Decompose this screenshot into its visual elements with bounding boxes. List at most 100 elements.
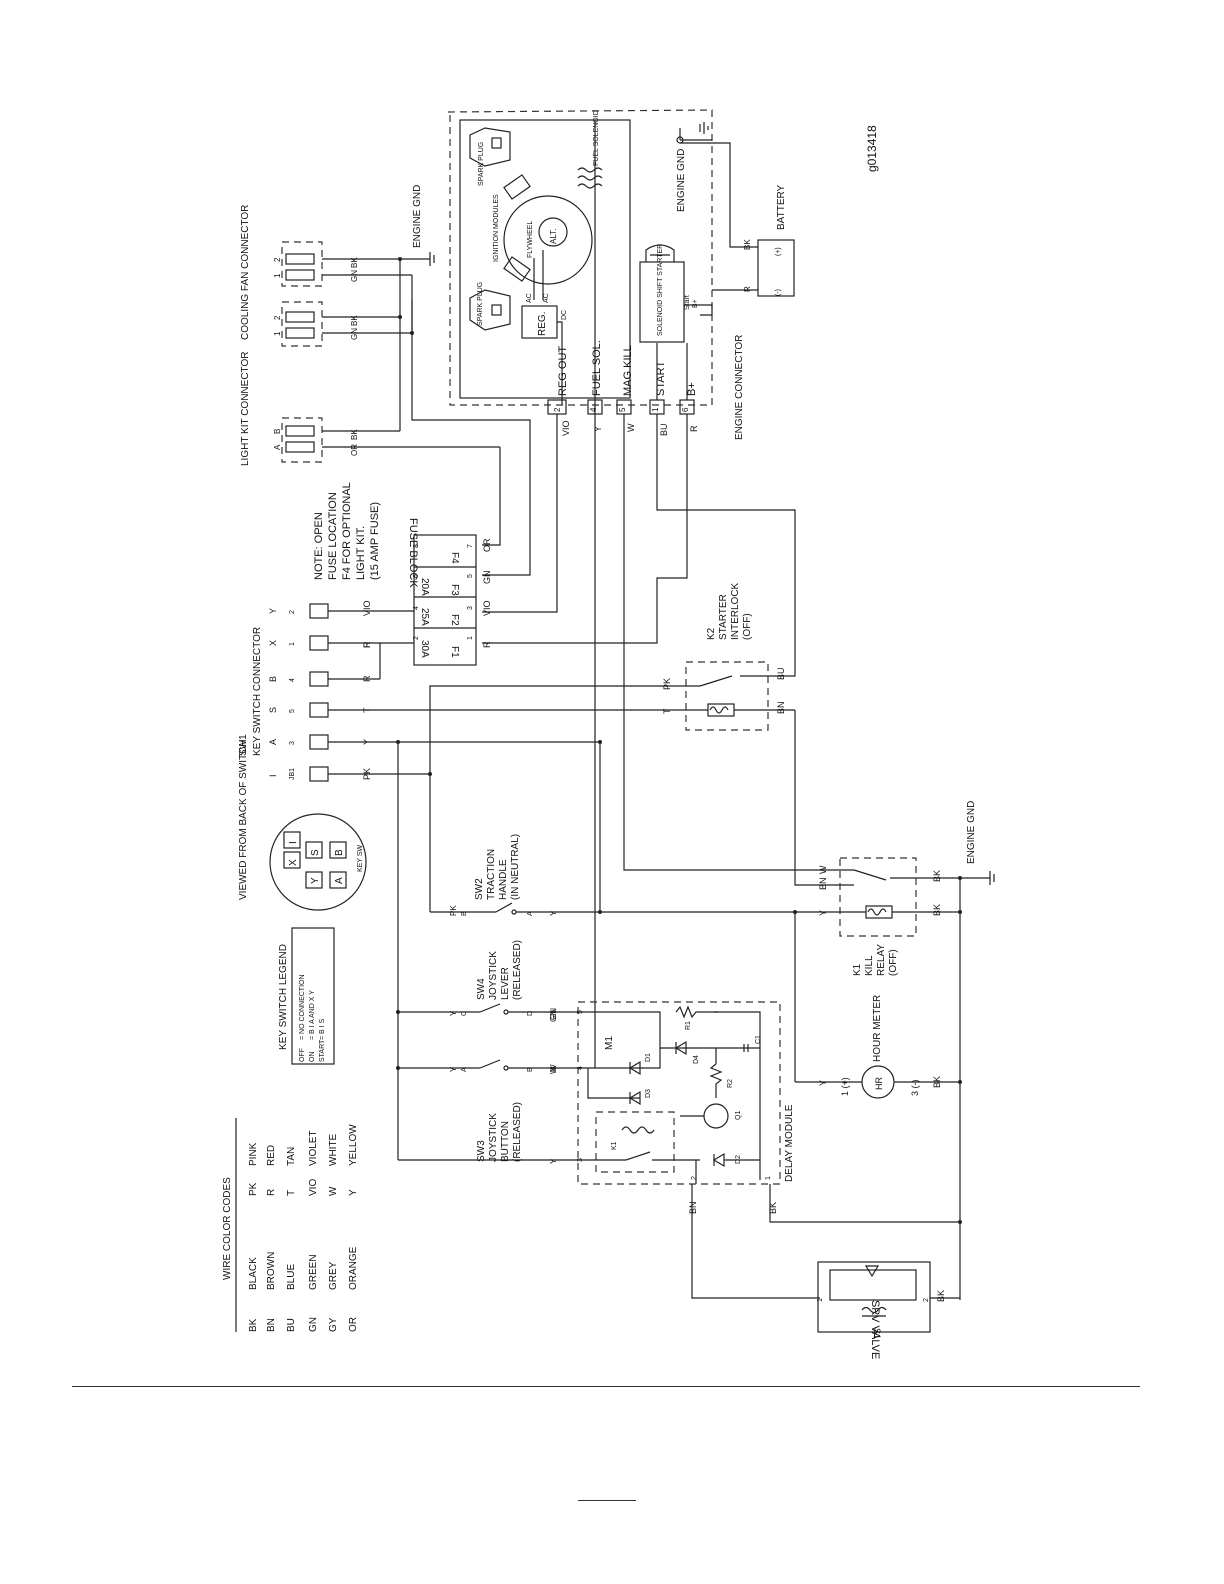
svg-text:C: C [461,1011,468,1016]
svg-text:BU: BU [659,423,669,436]
svg-text:D4: D4 [693,1055,700,1064]
svg-text:DELAY MODULE: DELAY MODULE [784,1104,795,1182]
svg-text:B: B [268,676,278,682]
svg-text:1: 1 [289,642,296,646]
svg-text:OR: OR [348,1317,359,1332]
svg-text:25A: 25A [419,608,430,626]
svg-text:GN: GN [549,1010,558,1022]
spark-plug-bottom: SPARK PLUG [469,256,531,331]
svg-text:Y: Y [310,877,321,884]
svg-text:FUEL SOL.: FUEL SOL. [591,340,603,396]
svg-text:= B I A AND X Y: = B I A AND X Y [309,990,316,1040]
svg-text:F4: F4 [449,552,460,564]
svg-text:BLUE: BLUE [286,1264,297,1290]
svg-text:W: W [549,1066,558,1074]
svg-text:VIEWED FROM BACK OF SWITCH: VIEWED FROM BACK OF SWITCH [238,739,249,900]
fuel-solenoid: FUEL SOLENOID [577,110,603,189]
svg-text:FUEL SOLENOID: FUEL SOLENOID [593,110,600,166]
svg-text:R2: R2 [727,1079,734,1088]
ignition-module-top [503,174,531,200]
svg-text:VIO: VIO [482,600,492,616]
svg-text:SRV VALVE: SRV VALVE [869,1300,881,1359]
svg-text:BN: BN [776,701,786,714]
svg-text:R: R [362,641,372,648]
svg-text:SW1: SW1 [238,734,249,756]
svg-text:K1: K1 [852,963,863,976]
svg-text:KEY SW: KEY SW [357,845,364,872]
svg-text:LEVER: LEVER [500,967,511,1000]
svg-text:KEY SWITCH LEGEND: KEY SWITCH LEGEND [278,944,289,1050]
svg-text:= B I S: = B I S [319,1018,326,1040]
svg-text:1: 1 [765,1176,772,1180]
svg-text:PINK: PINK [248,1142,259,1166]
svg-text:5: 5 [467,574,474,578]
svg-text:A: A [268,739,278,745]
svg-text:GN: GN [350,270,359,282]
svg-text:2: 2 [553,407,562,412]
svg-text:5: 5 [618,407,627,412]
svg-text:R: R [266,1189,277,1196]
svg-text:(15 AMP FUSE): (15 AMP FUSE) [369,502,381,580]
svg-text:B: B [273,429,282,434]
light-kit-title: LIGHT KIT CONNECTOR [240,352,251,466]
svg-text:SOLENOID SHIFT STARTER: SOLENOID SHIFT STARTER [657,244,664,336]
svg-text:Y: Y [449,1010,458,1016]
svg-text:AC: AC [526,293,533,303]
ignition-modules-label: IGNITION MODULES [493,194,500,262]
light-kit-connector: B A LIGHT KIT CONNECTOR BK OR [240,352,500,466]
delay-module: DELAY MODULE M1 5 4 3 2 1 R1 D4 C1 D1 R2… [577,1001,795,1185]
svg-text:5: 5 [289,709,296,713]
svg-text:D1: D1 [645,1053,652,1062]
svg-text:VIO: VIO [561,420,571,436]
alternator [538,217,568,247]
engine-gnd-top-label: ENGINE GND [676,149,687,212]
svg-text:2: 2 [691,1176,698,1180]
sw4-joystick-lever: Y C D GN SW4 JOYSTICK LEVER (RELEASED) [398,940,580,1022]
svg-text:JB1: JB1 [289,768,296,780]
k1-kill-relay: W BN Y BK BK K1 KILL RELAY (OFF) [810,857,960,976]
svg-text:30A: 30A [419,640,430,658]
svg-text:T: T [662,708,672,714]
cooling-fan-connector: 2 1 2 1 COOLING FAN CONNECTOR BK GN BK G… [240,205,412,347]
svg-text:BK: BK [743,239,752,250]
svg-text:B: B [527,1067,534,1072]
svg-text:FUSE LOCATION: FUSE LOCATION [327,492,339,580]
starter-motor: SOLENOID SHIFT STARTER Start B+ [639,244,699,343]
svg-text:R: R [362,641,372,648]
svg-text:4: 4 [589,407,598,412]
svg-text:Y: Y [549,1158,558,1164]
svg-text:KILL: KILL [864,955,875,976]
svg-text:A: A [461,1067,468,1072]
svg-text:(RELEASED): (RELEASED) [512,940,523,1000]
svg-text:PK: PK [449,905,458,916]
svg-text:RED: RED [266,1145,277,1166]
svg-text:(OFF): (OFF) [742,613,753,640]
svg-text:S1: S1 [872,1328,882,1339]
svg-text:20A: 20A [419,578,430,596]
svg-text:OFF: OFF [299,1048,306,1062]
key-switch-legend: KEY SWITCH LEGEND OFF = NO CONNECTION ON… [278,927,335,1065]
svg-text:ON: ON [309,1052,316,1063]
svg-text:BN: BN [688,1201,698,1214]
svg-text:OR: OR [482,538,492,552]
svg-text:START: START [655,361,667,396]
svg-text:STARTER: STARTER [718,594,729,640]
svg-text:BK: BK [932,870,942,882]
svg-text:R: R [743,286,752,292]
svg-text:I: I [268,774,278,777]
svg-text:2: 2 [273,257,282,262]
cooling-fan-title: COOLING FAN CONNECTOR [240,205,251,340]
svg-text:TRACTION: TRACTION [486,849,497,900]
svg-text:WIRE COLOR CODES: WIRE COLOR CODES [222,1177,233,1280]
svg-text:HR: HR [874,1077,884,1090]
k2-starter-interlock: PK T BU BN K2 STARTER INTERLOCK (OFF) [662,582,795,731]
hour-meter: HR Y 1 (+) 3 (-) BK HOUR METER [795,995,960,1099]
svg-text:INTERLOCK: INTERLOCK [730,582,741,640]
svg-text:NOTE: OPEN: NOTE: OPEN [313,512,325,580]
svg-text:(IN NEUTRAL): (IN NEUTRAL) [510,834,521,900]
svg-text:W: W [549,1064,558,1072]
svg-text:PK: PK [248,1182,259,1196]
svg-text:SPARK PLUG: SPARK PLUG [477,282,484,326]
wire-color-codes: WIRE COLOR CODES BK BLACK BN BROWN BU BL… [222,1118,359,1332]
svg-text:X: X [268,640,278,646]
